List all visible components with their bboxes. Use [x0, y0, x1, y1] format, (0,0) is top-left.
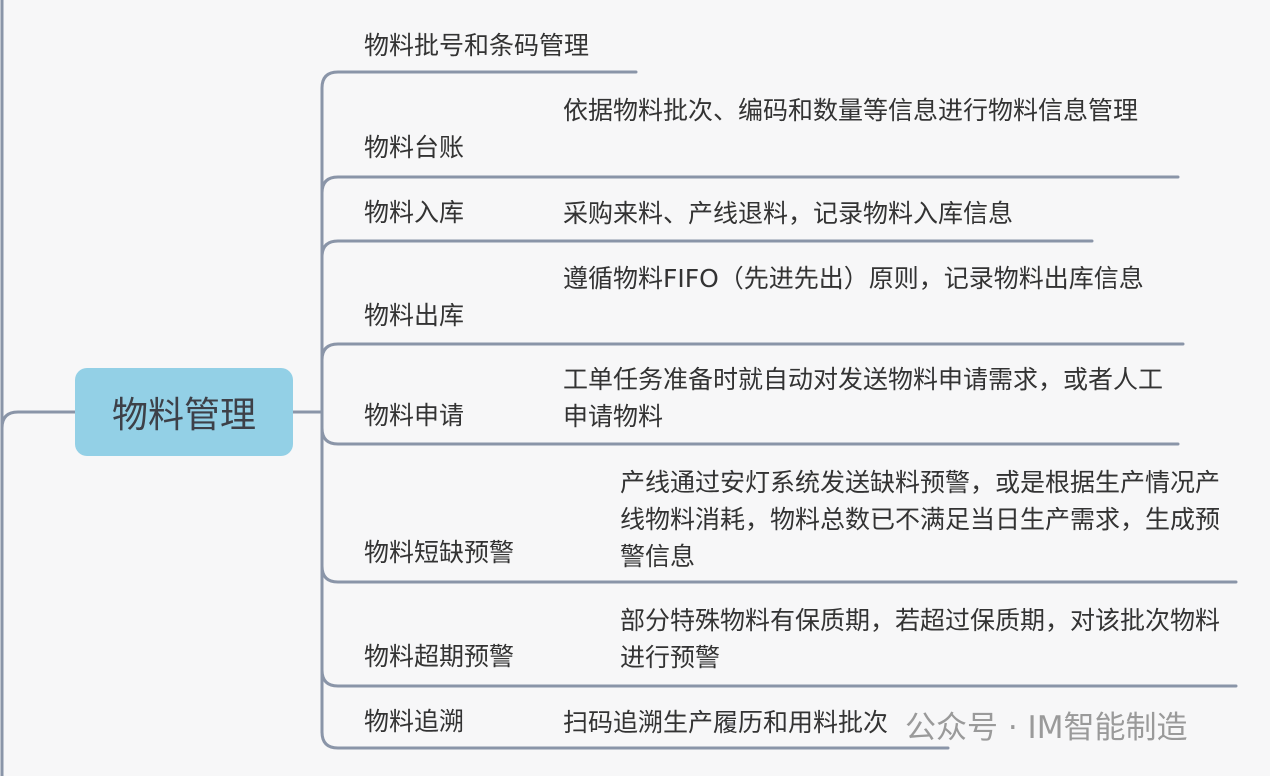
- branch-desc: 依据物料批次、编码和数量等信息进行物料信息管理: [563, 96, 1139, 125]
- branch-desc: 采购来料、产线退料，记录物料入库信息: [563, 199, 1014, 228]
- branch-line-1: [320, 70, 638, 734]
- branch-line-7: [320, 668, 1238, 688]
- watermark: 公众号 · IM智能制造: [905, 710, 1188, 746]
- branch-desc: 扫码追溯生产履历和用料批次: [563, 708, 889, 737]
- branch-label[interactable]: 物料短缺预警: [364, 538, 515, 567]
- branch-label[interactable]: 物料超期预警: [364, 642, 515, 671]
- branch-line-6: [320, 564, 1238, 584]
- branch-line-3: [320, 239, 1094, 259]
- branch-label[interactable]: 物料台账: [364, 133, 465, 162]
- branch-line-5: [320, 426, 1180, 446]
- branch-label[interactable]: 物料入库: [364, 198, 465, 227]
- branch-label[interactable]: 物料申请: [364, 401, 465, 430]
- branch-line-4: [320, 342, 1185, 362]
- branch-label[interactable]: 物料追溯: [364, 707, 465, 736]
- branch-line-8: [320, 730, 950, 750]
- branch-label[interactable]: 物料出库: [364, 301, 465, 330]
- branch-label[interactable]: 物料批号和条码管理: [364, 31, 590, 60]
- branch-line-2: [320, 175, 1180, 195]
- root-label: 物料管理: [111, 395, 256, 436]
- branch-desc: 工单任务准备时就自动对发送物料申请需求，或者人工申请物料: [563, 365, 1164, 431]
- branch-desc: 遵循物料FIFO（先进先出）原则，记录物料出库信息: [563, 264, 1144, 293]
- branch-desc: 部分特殊物料有保质期，若超过保质期，对该批次物料进行预警: [620, 606, 1221, 672]
- left-connector: [0, 410, 77, 430]
- branch-desc: 产线通过安灯系统发送缺料预警，或是根据生产情况产线物料消耗，物料总数已不满足当日…: [620, 468, 1221, 571]
- root-node[interactable]: 物料管理: [75, 368, 293, 456]
